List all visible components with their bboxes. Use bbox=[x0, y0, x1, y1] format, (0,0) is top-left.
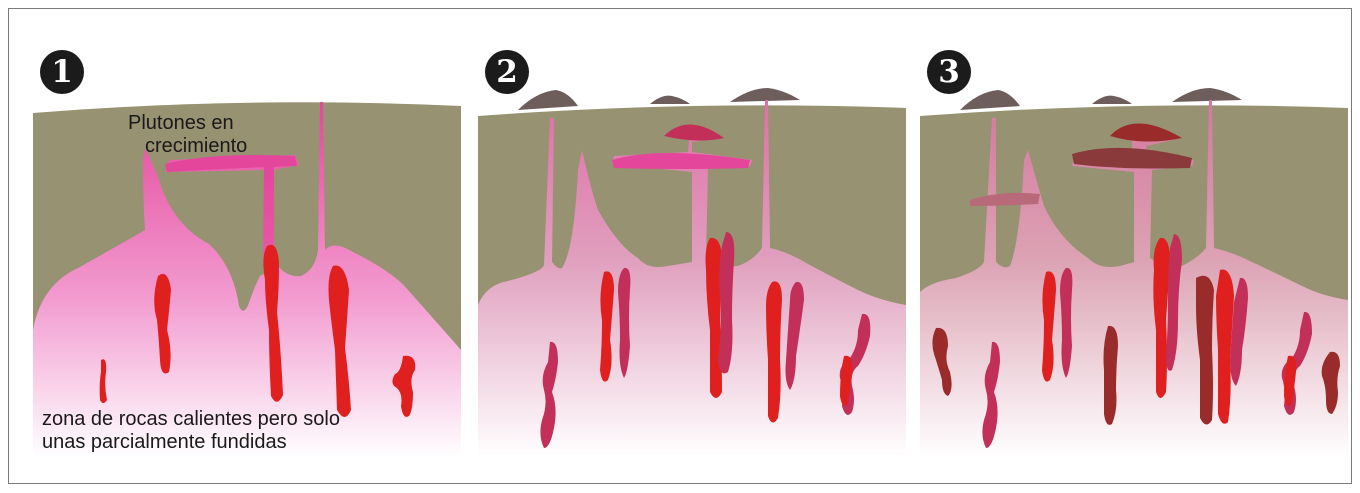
red-melt-lens bbox=[766, 281, 782, 422]
volcano bbox=[960, 90, 1020, 110]
stage-3-cross-section bbox=[920, 0, 1350, 493]
growing-plutons-label-line2: crecimiento bbox=[145, 135, 247, 157]
hot-rocks-label-line1: zona de rocas calientes pero solo bbox=[42, 408, 340, 430]
hot-rocks-label-line2: unas parcialmente fundidas bbox=[42, 431, 287, 453]
stage-2-cross-section bbox=[478, 0, 908, 493]
growing-plutons-label-line1: Plutones en bbox=[128, 112, 234, 134]
stage-1-panel: 1 Plutones en crecimiento zona de rocas … bbox=[33, 0, 463, 493]
volcano bbox=[1172, 88, 1242, 102]
stage-number-badge: 1 bbox=[40, 50, 84, 94]
stage-3-panel: 3 bbox=[920, 0, 1350, 493]
stage-number-badge: 3 bbox=[927, 50, 971, 94]
volcano bbox=[730, 88, 800, 102]
stage-number-badge: 2 bbox=[485, 50, 529, 94]
stage-2-panel: 2 bbox=[478, 0, 908, 493]
volcano bbox=[518, 90, 578, 110]
volcano bbox=[650, 96, 690, 104]
volcano bbox=[1092, 96, 1132, 104]
